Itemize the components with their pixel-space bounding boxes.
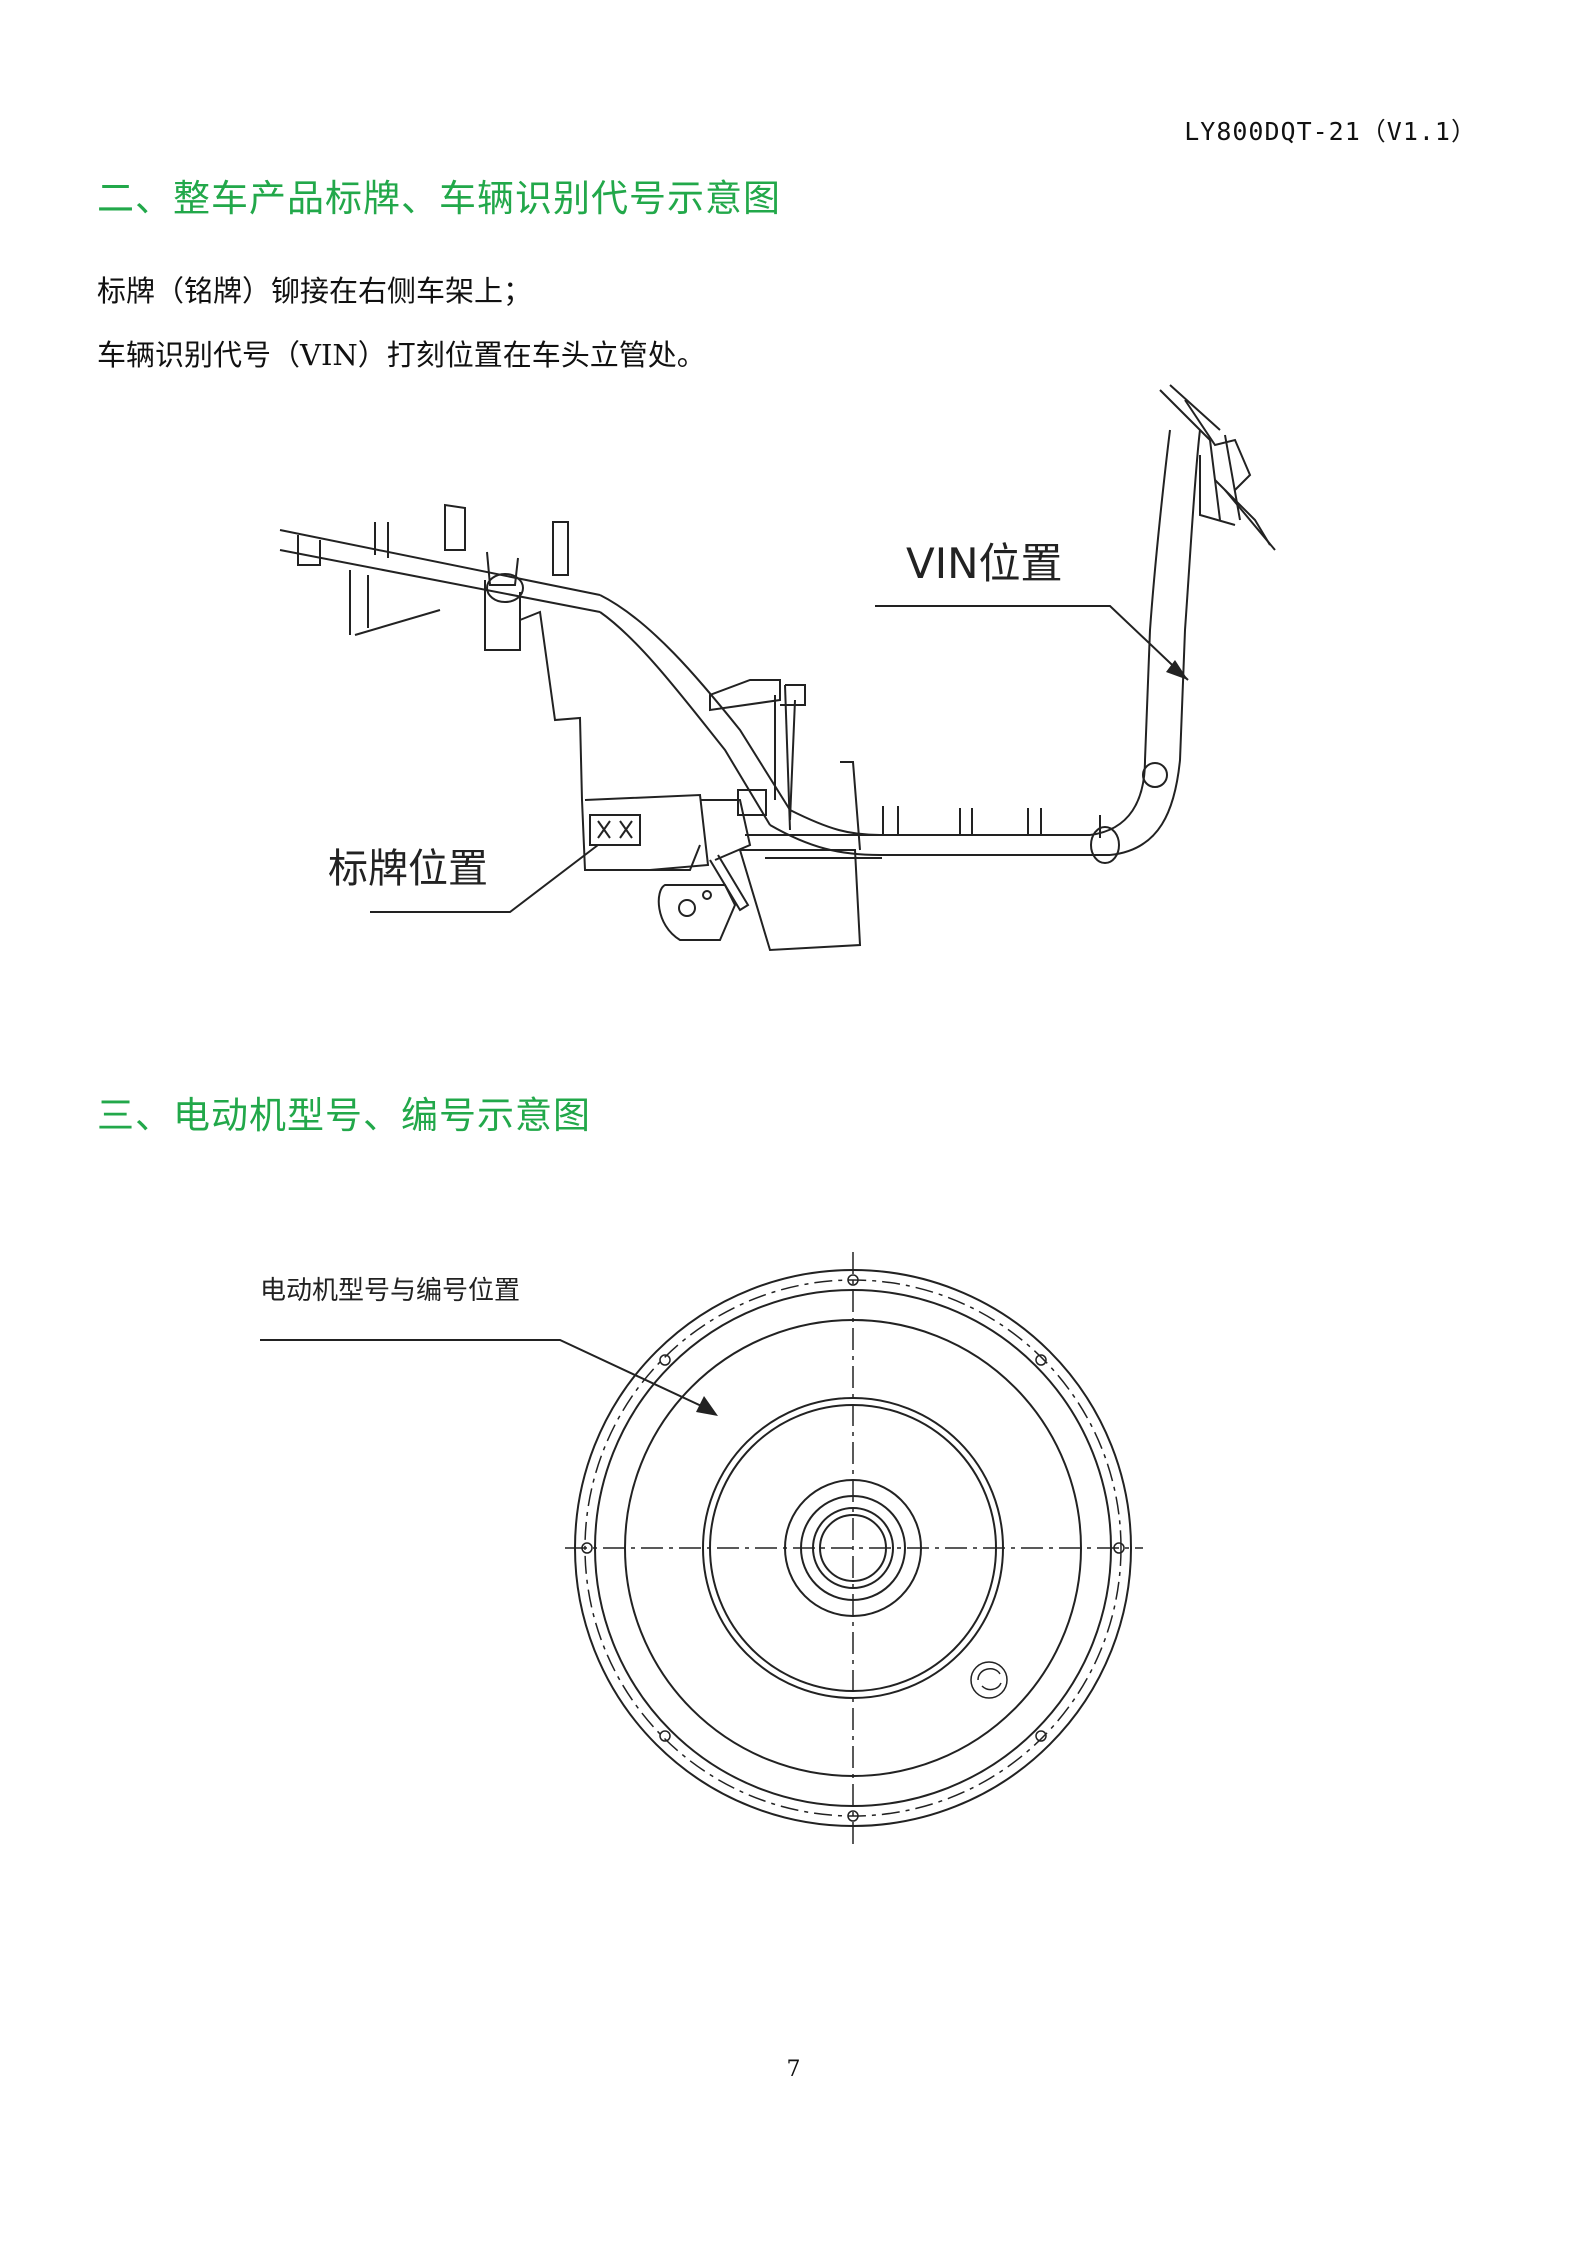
section-title-vehicle-plate: 二、整车产品标牌、车辆识别代号示意图 (97, 177, 781, 220)
motor-diagram: 电动机型号与编号位置 (250, 1240, 1150, 1860)
motor-drawing (260, 1252, 1143, 1850)
plate-position-label: 标牌位置 (328, 846, 488, 892)
document-code: LY800DQT-21（V1.1） (1184, 117, 1477, 146)
frame-drawing (279, 384, 1276, 952)
page-number: 7 (786, 2057, 801, 2082)
frame-diagram: VIN位置 标牌位置 (270, 380, 1290, 980)
vin-location-text: 车辆识别代号（VIN）打刻位置在车头立管处。 (97, 338, 706, 372)
plate-location-text: 标牌（铭牌）铆接在右侧车架上； (97, 274, 533, 308)
motor-number-position-label: 电动机型号与编号位置 (260, 1276, 521, 1306)
section-title-motor: 三、电动机型号、编号示意图 (97, 1094, 591, 1137)
vin-position-label: VIN位置 (906, 539, 1063, 588)
